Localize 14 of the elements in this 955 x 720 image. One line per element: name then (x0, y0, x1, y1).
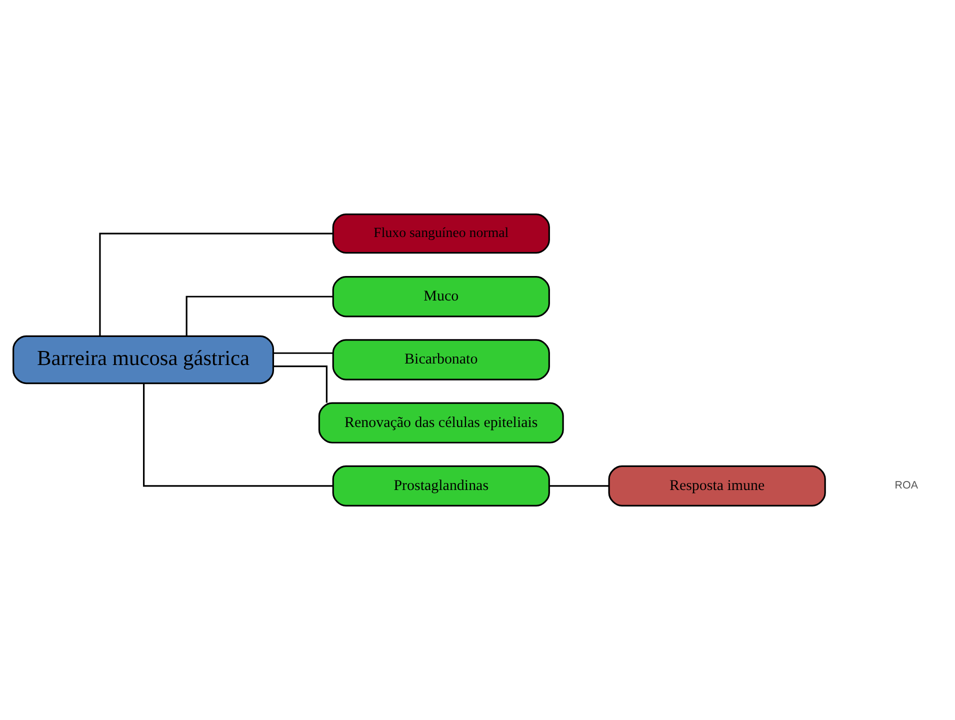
connector (549, 485, 609, 487)
node-box: Fluxo sanguíneo normal (332, 213, 550, 254)
node-box: Muco (332, 276, 550, 318)
node-box: Bicarbonato (332, 339, 550, 380)
label: ROA (894, 480, 918, 492)
node-box: Barreira mucosa gástrica (12, 335, 274, 384)
node-box: Resposta imune (608, 465, 826, 507)
node-box: Prostaglandinas (332, 465, 550, 507)
node-box: Renovação das células epiteliais (318, 402, 564, 444)
connector (143, 383, 333, 487)
connector (274, 366, 328, 403)
connector (99, 232, 333, 336)
connector (274, 352, 334, 354)
connector (186, 296, 333, 336)
